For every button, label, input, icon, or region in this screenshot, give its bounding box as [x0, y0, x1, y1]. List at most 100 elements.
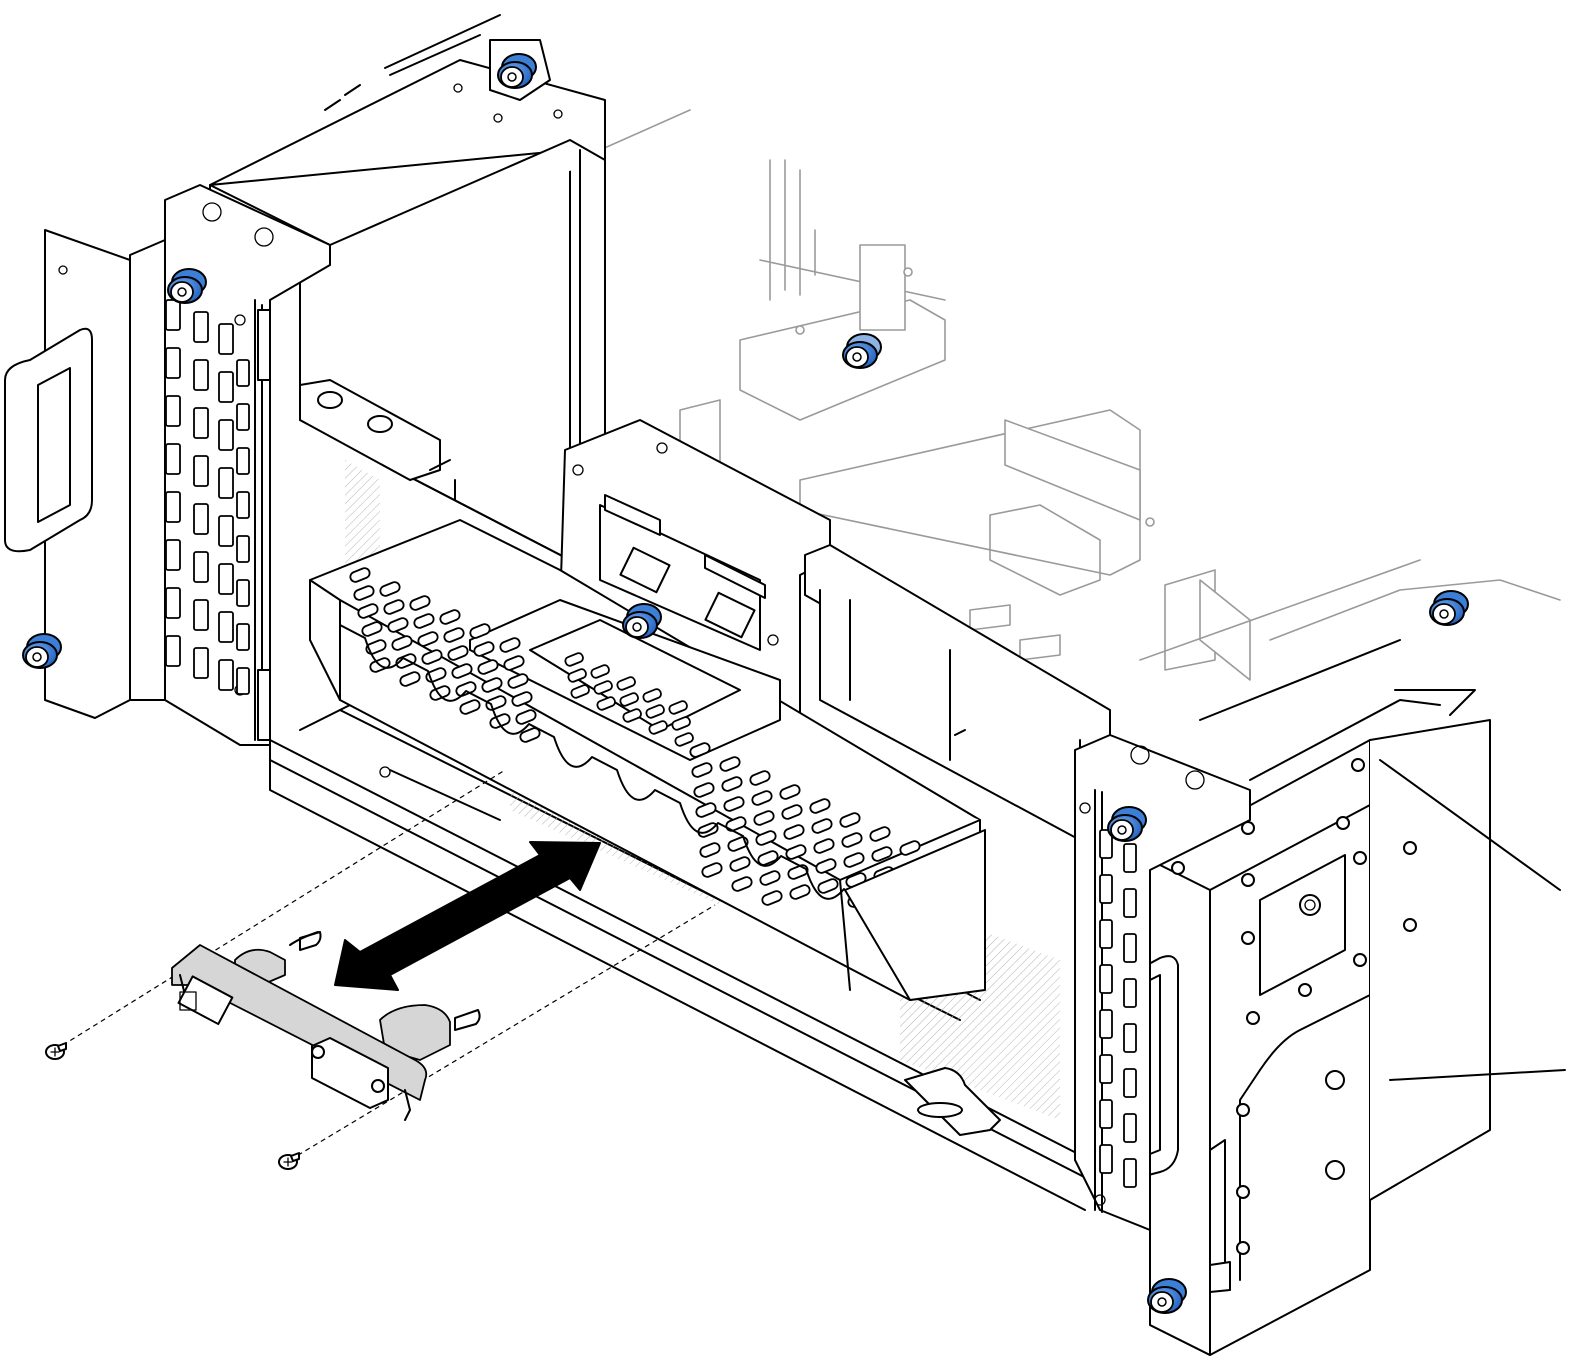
vent-slot	[1123, 843, 1137, 873]
thumbscrew-icon	[622, 603, 662, 639]
vent-slot	[193, 503, 209, 535]
vent-slot	[193, 647, 209, 679]
basket-scallop-edge	[339, 624, 845, 900]
vent-slot	[753, 810, 775, 826]
vent-slot	[1099, 919, 1113, 949]
vent-slot	[218, 371, 234, 403]
vent-slot	[839, 812, 861, 828]
vent-slot	[236, 491, 250, 519]
thumbscrew-icon	[497, 53, 537, 89]
vent-slot	[417, 631, 439, 647]
vent-slot	[785, 844, 807, 860]
vent-slot	[515, 709, 537, 725]
vent-slot	[755, 830, 777, 846]
vent-slot	[719, 756, 741, 772]
vent-slot	[443, 627, 465, 643]
mount-hole	[1351, 758, 1365, 772]
thumbscrew-icon	[842, 333, 882, 369]
vent-slot	[723, 796, 745, 812]
vent-slot	[699, 842, 721, 858]
vent-slot	[809, 798, 831, 814]
vent-slot	[413, 613, 435, 629]
vent-slot	[193, 455, 209, 487]
vent-slot	[193, 359, 209, 391]
vent-slot	[1099, 1009, 1113, 1039]
vent-slot	[218, 563, 234, 595]
mount-hole	[1403, 918, 1417, 932]
vent-slot	[357, 603, 379, 619]
vent-slot	[165, 635, 181, 667]
vent-slot	[689, 742, 711, 758]
vent-slot	[622, 708, 642, 723]
vent-slot	[165, 347, 181, 379]
vent-slot	[218, 467, 234, 499]
vent-slot	[731, 876, 753, 892]
pull-tab	[904, 1067, 1001, 1136]
vent-slot	[869, 826, 891, 842]
right-ear-holes	[1171, 758, 1417, 1255]
vent-slot	[1123, 1023, 1137, 1053]
vent-slot	[503, 655, 525, 671]
thumbscrew-icon	[1147, 1278, 1187, 1314]
alignment-lines	[54, 769, 716, 1161]
left-vent-slots	[165, 299, 250, 695]
vent-slot	[843, 852, 865, 868]
vent-slot	[813, 838, 835, 854]
vent-slot	[365, 639, 387, 655]
vent-slot	[779, 784, 801, 800]
vent-slot	[570, 684, 590, 699]
vent-slot	[477, 659, 499, 675]
vent-slot	[391, 635, 413, 651]
vent-slot	[447, 645, 469, 661]
vent-slot	[674, 732, 694, 747]
vent-slot	[751, 790, 773, 806]
vent-slot	[811, 818, 833, 834]
vent-slot	[218, 611, 234, 643]
screw-bottom	[278, 1152, 300, 1170]
vent-slot	[165, 587, 181, 619]
mount-hole	[1353, 953, 1367, 967]
vent-slot	[165, 443, 181, 475]
vent-slot	[387, 617, 409, 633]
vent-slot	[616, 676, 636, 691]
port-module	[171, 931, 481, 1121]
vent-slot	[815, 858, 837, 874]
thumbscrew-icon	[1429, 590, 1469, 626]
vent-slot	[564, 652, 584, 667]
vent-slot	[193, 407, 209, 439]
vent-slot	[642, 688, 662, 703]
thumbscrew-icon	[1107, 806, 1147, 842]
vent-slot	[236, 579, 250, 607]
vent-slot	[499, 637, 521, 653]
vent-slot	[193, 599, 209, 631]
basket-end-face	[844, 829, 986, 1001]
mount-hole	[1241, 931, 1255, 945]
vent-slot	[218, 323, 234, 355]
vent-slot	[695, 802, 717, 818]
double-headed-arrow	[334, 841, 601, 991]
vent-slot	[757, 850, 779, 866]
vent-slot	[379, 581, 401, 597]
mount-hole	[1353, 851, 1367, 865]
vent-slot	[349, 567, 371, 583]
thumbscrew-icon	[22, 633, 62, 669]
vent-slot	[481, 677, 503, 693]
mount-hole	[1298, 983, 1312, 997]
vent-slot	[459, 699, 481, 715]
vent-slot	[648, 720, 668, 735]
vent-slot	[596, 696, 616, 711]
vent-slot	[759, 870, 781, 886]
vent-slot	[473, 641, 495, 657]
vent-slot	[507, 673, 529, 689]
mount-hole	[1236, 1185, 1250, 1199]
vent-slot	[871, 846, 893, 862]
vent-slot	[693, 782, 715, 798]
vent-slot	[593, 680, 613, 695]
vent-slot	[787, 864, 809, 880]
right-riser-plate	[1074, 639, 1476, 1231]
vent-slot	[727, 836, 749, 852]
mount-hole	[1241, 873, 1255, 887]
vent-slot	[729, 856, 751, 872]
